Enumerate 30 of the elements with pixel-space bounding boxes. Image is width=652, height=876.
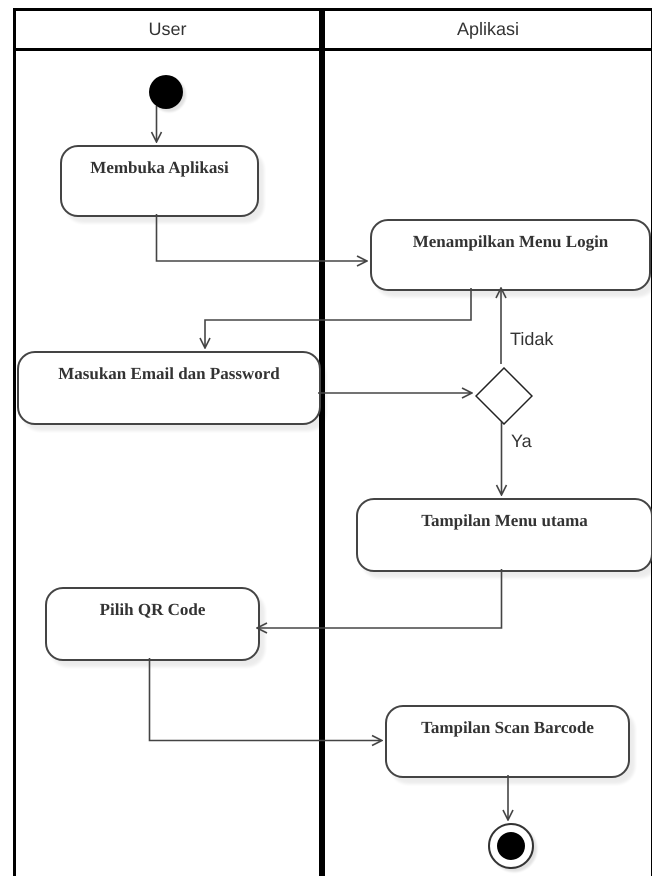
swimlane	[322, 8, 652, 876]
action-box	[370, 219, 651, 291]
action-box	[45, 587, 260, 661]
action-box	[17, 351, 321, 425]
action-label: Membuka Aplikasi	[90, 157, 229, 179]
initial-node	[149, 75, 183, 109]
arrow	[148, 658, 383, 746]
swimlane	[13, 8, 322, 876]
arrow	[199, 288, 472, 349]
action-box	[356, 498, 652, 572]
arrow	[256, 569, 502, 634]
arrow	[150, 106, 162, 143]
edge-label: Ya	[511, 432, 532, 450]
action-label: Tampilan Scan Barcode	[421, 717, 594, 739]
edge-label: Tidak	[510, 330, 554, 348]
lane-title: Aplikasi	[456, 18, 520, 41]
action-label: Masukan Email dan Password	[58, 363, 280, 385]
arrow	[318, 387, 473, 399]
action-label: Pilih QR Code	[100, 599, 206, 621]
lane-title: User	[148, 18, 186, 41]
action-box	[60, 145, 259, 217]
arrow	[502, 775, 514, 821]
action-label: Tampilan Menu utama	[421, 510, 588, 532]
arrow	[496, 422, 508, 496]
final-node	[488, 823, 534, 869]
decision-diamond	[475, 367, 533, 425]
arrow	[156, 214, 368, 267]
action-label: Menampilkan Menu Login	[412, 231, 608, 253]
arrow	[495, 287, 507, 364]
action-box	[385, 705, 630, 778]
